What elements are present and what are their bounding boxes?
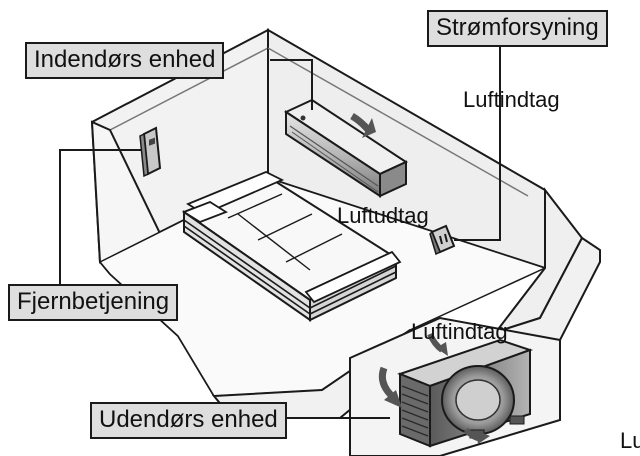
sofa-icon bbox=[181, 171, 402, 322]
leader-remote-control bbox=[59, 149, 142, 284]
power-outlet-icon bbox=[429, 224, 456, 256]
power-supply-label: Strømforsyning bbox=[427, 10, 608, 47]
air-outlet-label: Luftudtag bbox=[337, 203, 429, 228]
leader-indoor-unit bbox=[270, 59, 313, 110]
leader-power-supply bbox=[454, 44, 501, 241]
indoor-unit-label: Indendørs enhed bbox=[25, 42, 225, 79]
remote-control-label: Fjernbetjening bbox=[8, 284, 179, 321]
outdoor-unit-label: Udendørs enhed bbox=[90, 402, 287, 439]
back-wall-left-inner-edge bbox=[109, 47, 269, 131]
indoor-unit-icon bbox=[283, 98, 409, 198]
air-intake-top-label: Luftindtag bbox=[463, 87, 560, 112]
remote-control-icon bbox=[139, 126, 162, 178]
leader-lines bbox=[59, 44, 501, 419]
air-intake-outdoor-label: Luftindtag bbox=[411, 319, 508, 344]
cut-off-label: Lu bbox=[620, 428, 640, 453]
outdoor-unit-icon bbox=[378, 332, 534, 448]
